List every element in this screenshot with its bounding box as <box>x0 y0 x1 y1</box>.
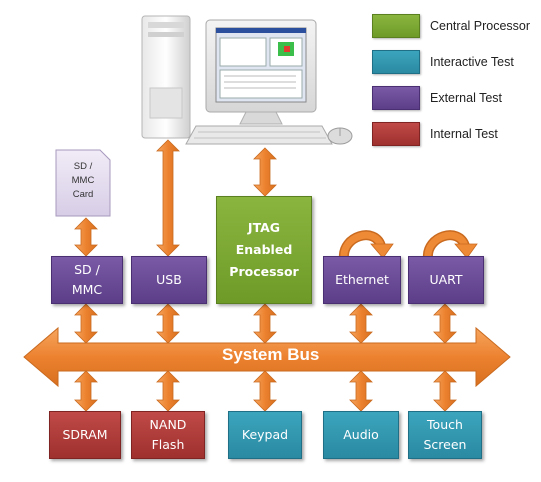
legend-label-external: External Test <box>430 91 503 105</box>
arrow-usb-bus <box>156 303 180 344</box>
desktop-computer-icon <box>141 15 353 145</box>
jtag-processor-box: JTAG Enabled Processor <box>216 196 312 304</box>
arrow-sdcard-sdmmc <box>74 217 98 257</box>
sd-card-icon <box>55 149 111 217</box>
audio-box: Audio <box>323 411 399 459</box>
audio-label: Audio <box>343 427 379 442</box>
legend-swatch-central <box>372 14 420 38</box>
ethernet-loopback-arrow-icon <box>339 230 394 259</box>
sd-mmc-label: SD / MMC <box>71 262 103 297</box>
loopback-arrows <box>339 230 478 259</box>
sdram-box: SDRAM <box>49 411 121 459</box>
arrow-processor-bus <box>253 303 277 344</box>
keypad-label: Keypad <box>241 427 289 442</box>
arrow-computer-processor <box>253 147 277 197</box>
arrow-bus-nand <box>156 370 180 412</box>
sdram-label: SDRAM <box>62 427 108 442</box>
ethernet-box: Ethernet <box>323 256 401 304</box>
usb-label: USB <box>156 272 182 287</box>
uart-box: UART <box>408 256 484 304</box>
legend-label-central: Central Processor <box>430 19 531 33</box>
legend-label-interactive: Interactive Test <box>430 55 514 69</box>
touch-screen-label: Touch Screen <box>423 417 467 452</box>
arrow-computer-usb <box>156 139 180 257</box>
system-bus-label: System Bus <box>222 345 320 364</box>
legend-swatch-interactive <box>372 50 420 74</box>
nand-flash-label: NAND Flash <box>149 417 187 452</box>
uart-label: UART <box>429 272 463 287</box>
uart-loopback-arrow-icon <box>423 230 478 259</box>
usb-box: USB <box>131 256 207 304</box>
legend-swatch-internal <box>372 122 420 146</box>
arrow-bus-audio <box>349 370 373 412</box>
jtag-processor-label: JTAG Enabled Processor <box>229 220 299 279</box>
legend-swatch-external <box>372 86 420 110</box>
sd-card-label: SD / MMC Card <box>71 161 95 200</box>
arrow-uart-bus <box>433 303 457 344</box>
ethernet-label: Ethernet <box>335 272 389 287</box>
touch-screen-box: Touch Screen <box>408 411 482 459</box>
keypad-box: Keypad <box>228 411 302 459</box>
arrow-bus-keypad <box>253 370 277 412</box>
arrow-bus-touchscreen <box>433 370 457 412</box>
sd-mmc-box: SD / MMC <box>51 256 123 304</box>
arrow-ethernet-bus <box>349 303 373 344</box>
nand-flash-box: NAND Flash <box>131 411 205 459</box>
arrow-sdmmc-bus <box>74 303 98 344</box>
system-bus-arrow <box>23 326 511 388</box>
connection-arrows <box>23 139 511 412</box>
legend-label-internal: Internal Test <box>430 127 498 141</box>
arrow-bus-sdram <box>74 370 98 412</box>
